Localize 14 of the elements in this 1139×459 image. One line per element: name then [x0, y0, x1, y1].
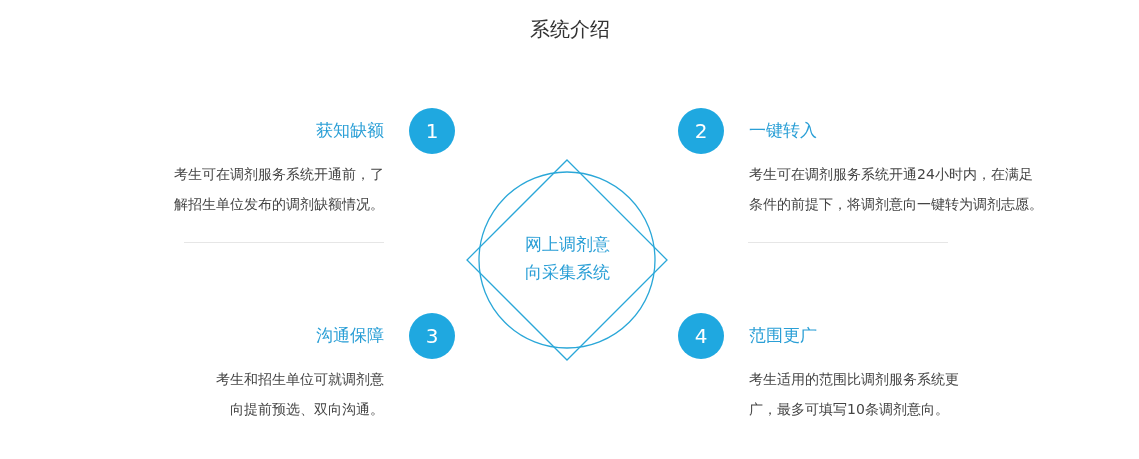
feature-description: 考生适用的范围比调剂服务系统更广，最多可填写10条调剂意向。 [749, 370, 960, 419]
title: 系统介绍 [528, 16, 611, 43]
feature-description: 考生和招生单位可就调剂意向提前预选、双向沟通。 [215, 370, 384, 419]
number-badge: 4 [678, 313, 724, 359]
feature-heading: 沟通保障 [316, 324, 384, 347]
system-name: 网上调剂意向采集系统 [523, 233, 611, 284]
feature-heading: 获知缺额 [316, 119, 384, 142]
number-badge: 2 [678, 108, 724, 154]
feature-heading: 一键转入 [749, 119, 817, 142]
feature-description: 考生可在调剂服务系统开通前，了解招生单位发布的调剂缺额情况。 [173, 165, 384, 214]
number-badge: 1 [409, 108, 455, 154]
feature-heading: 范围更广 [749, 324, 817, 347]
number-badge: 3 [409, 313, 455, 359]
feature-description: 考生可在调剂服务系统开通24小时内，在满足条件的前提下，将调剂意向一键转为调剂志愿。 [749, 165, 1044, 214]
